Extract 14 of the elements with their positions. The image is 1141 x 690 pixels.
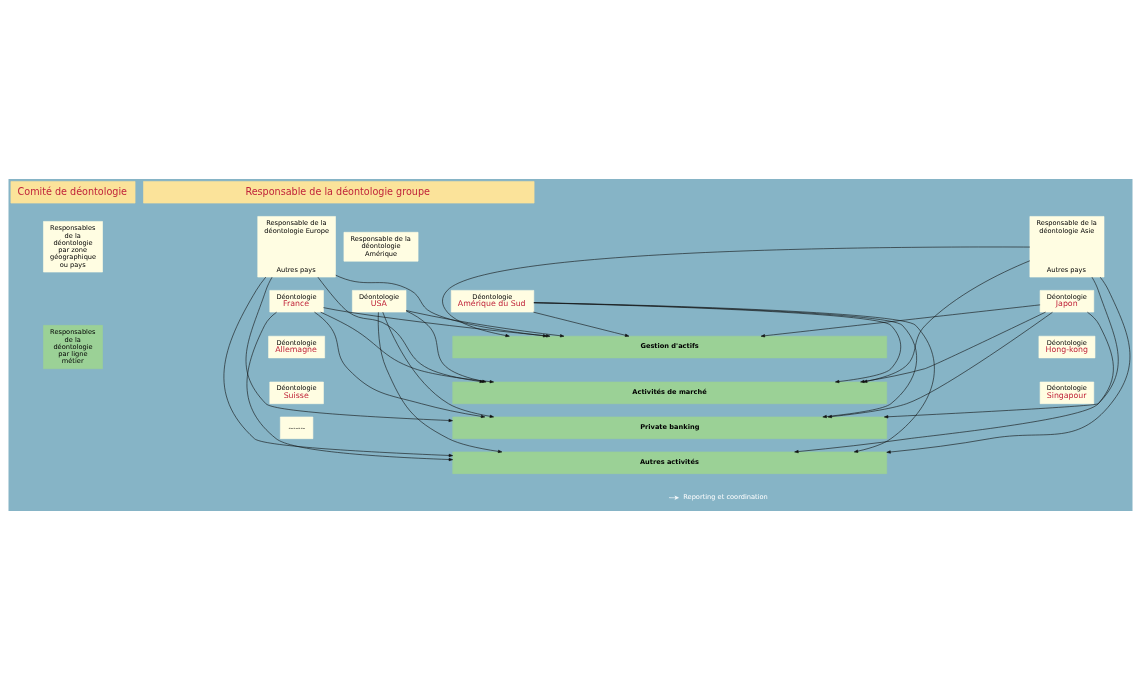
node-box: Responsable de la déontologie groupe	[143, 181, 535, 204]
arrow	[533, 302, 917, 419]
arrow	[884, 276, 1119, 419]
arrow	[377, 312, 503, 453]
arrow	[760, 304, 1041, 338]
arrow	[382, 311, 494, 418]
arrow	[533, 302, 935, 453]
arrow	[246, 311, 453, 462]
arrow	[794, 311, 1114, 454]
arrow	[223, 276, 453, 458]
arrow	[245, 276, 453, 423]
arrow	[827, 311, 1053, 419]
arrow	[886, 276, 1131, 454]
node-box: Comité de déontologie	[10, 181, 136, 204]
